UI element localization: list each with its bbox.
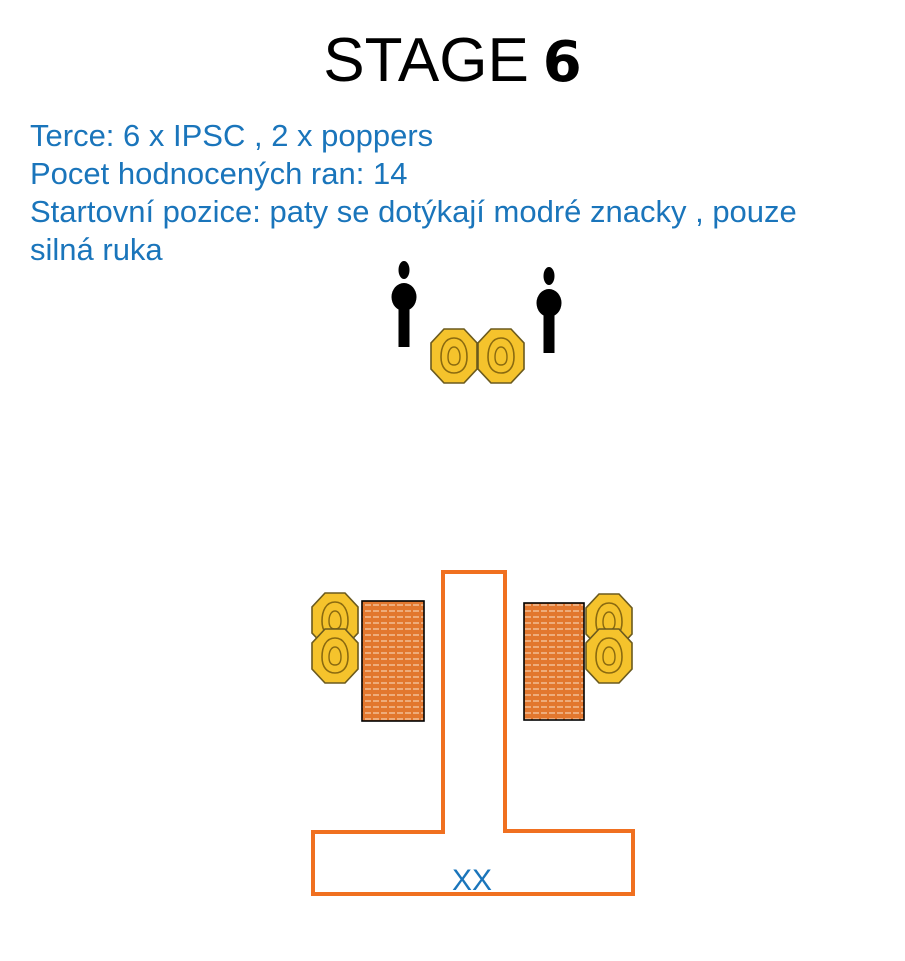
start-position-label: XX bbox=[452, 864, 492, 897]
stage-title-prefix: STAGE bbox=[323, 26, 529, 95]
ipsc-target-icon bbox=[477, 328, 525, 384]
start-position-line-2: silná ruka bbox=[30, 232, 163, 267]
shooting-area-outline bbox=[311, 570, 635, 896]
barricade-icon bbox=[523, 602, 585, 721]
start-position-line-1: Startovní pozice: paty se dotýkají modré… bbox=[30, 194, 797, 229]
barricade-icon bbox=[361, 600, 425, 722]
targets-line: Terce: 6 x IPSC , 2 x poppers bbox=[30, 118, 434, 153]
stage-title-number: 6 bbox=[542, 30, 582, 95]
ipsc-target-icon bbox=[585, 628, 633, 684]
popper-icon bbox=[536, 267, 562, 353]
shot-count-line: Pocet hodnocených ran: 14 bbox=[30, 156, 408, 191]
popper-icon bbox=[391, 261, 417, 347]
stage-description: Terce: 6 x IPSC , 2 x poppers Pocet hodn… bbox=[30, 117, 890, 269]
ipsc-target-icon bbox=[311, 628, 359, 684]
ipsc-target-icon bbox=[430, 328, 478, 384]
